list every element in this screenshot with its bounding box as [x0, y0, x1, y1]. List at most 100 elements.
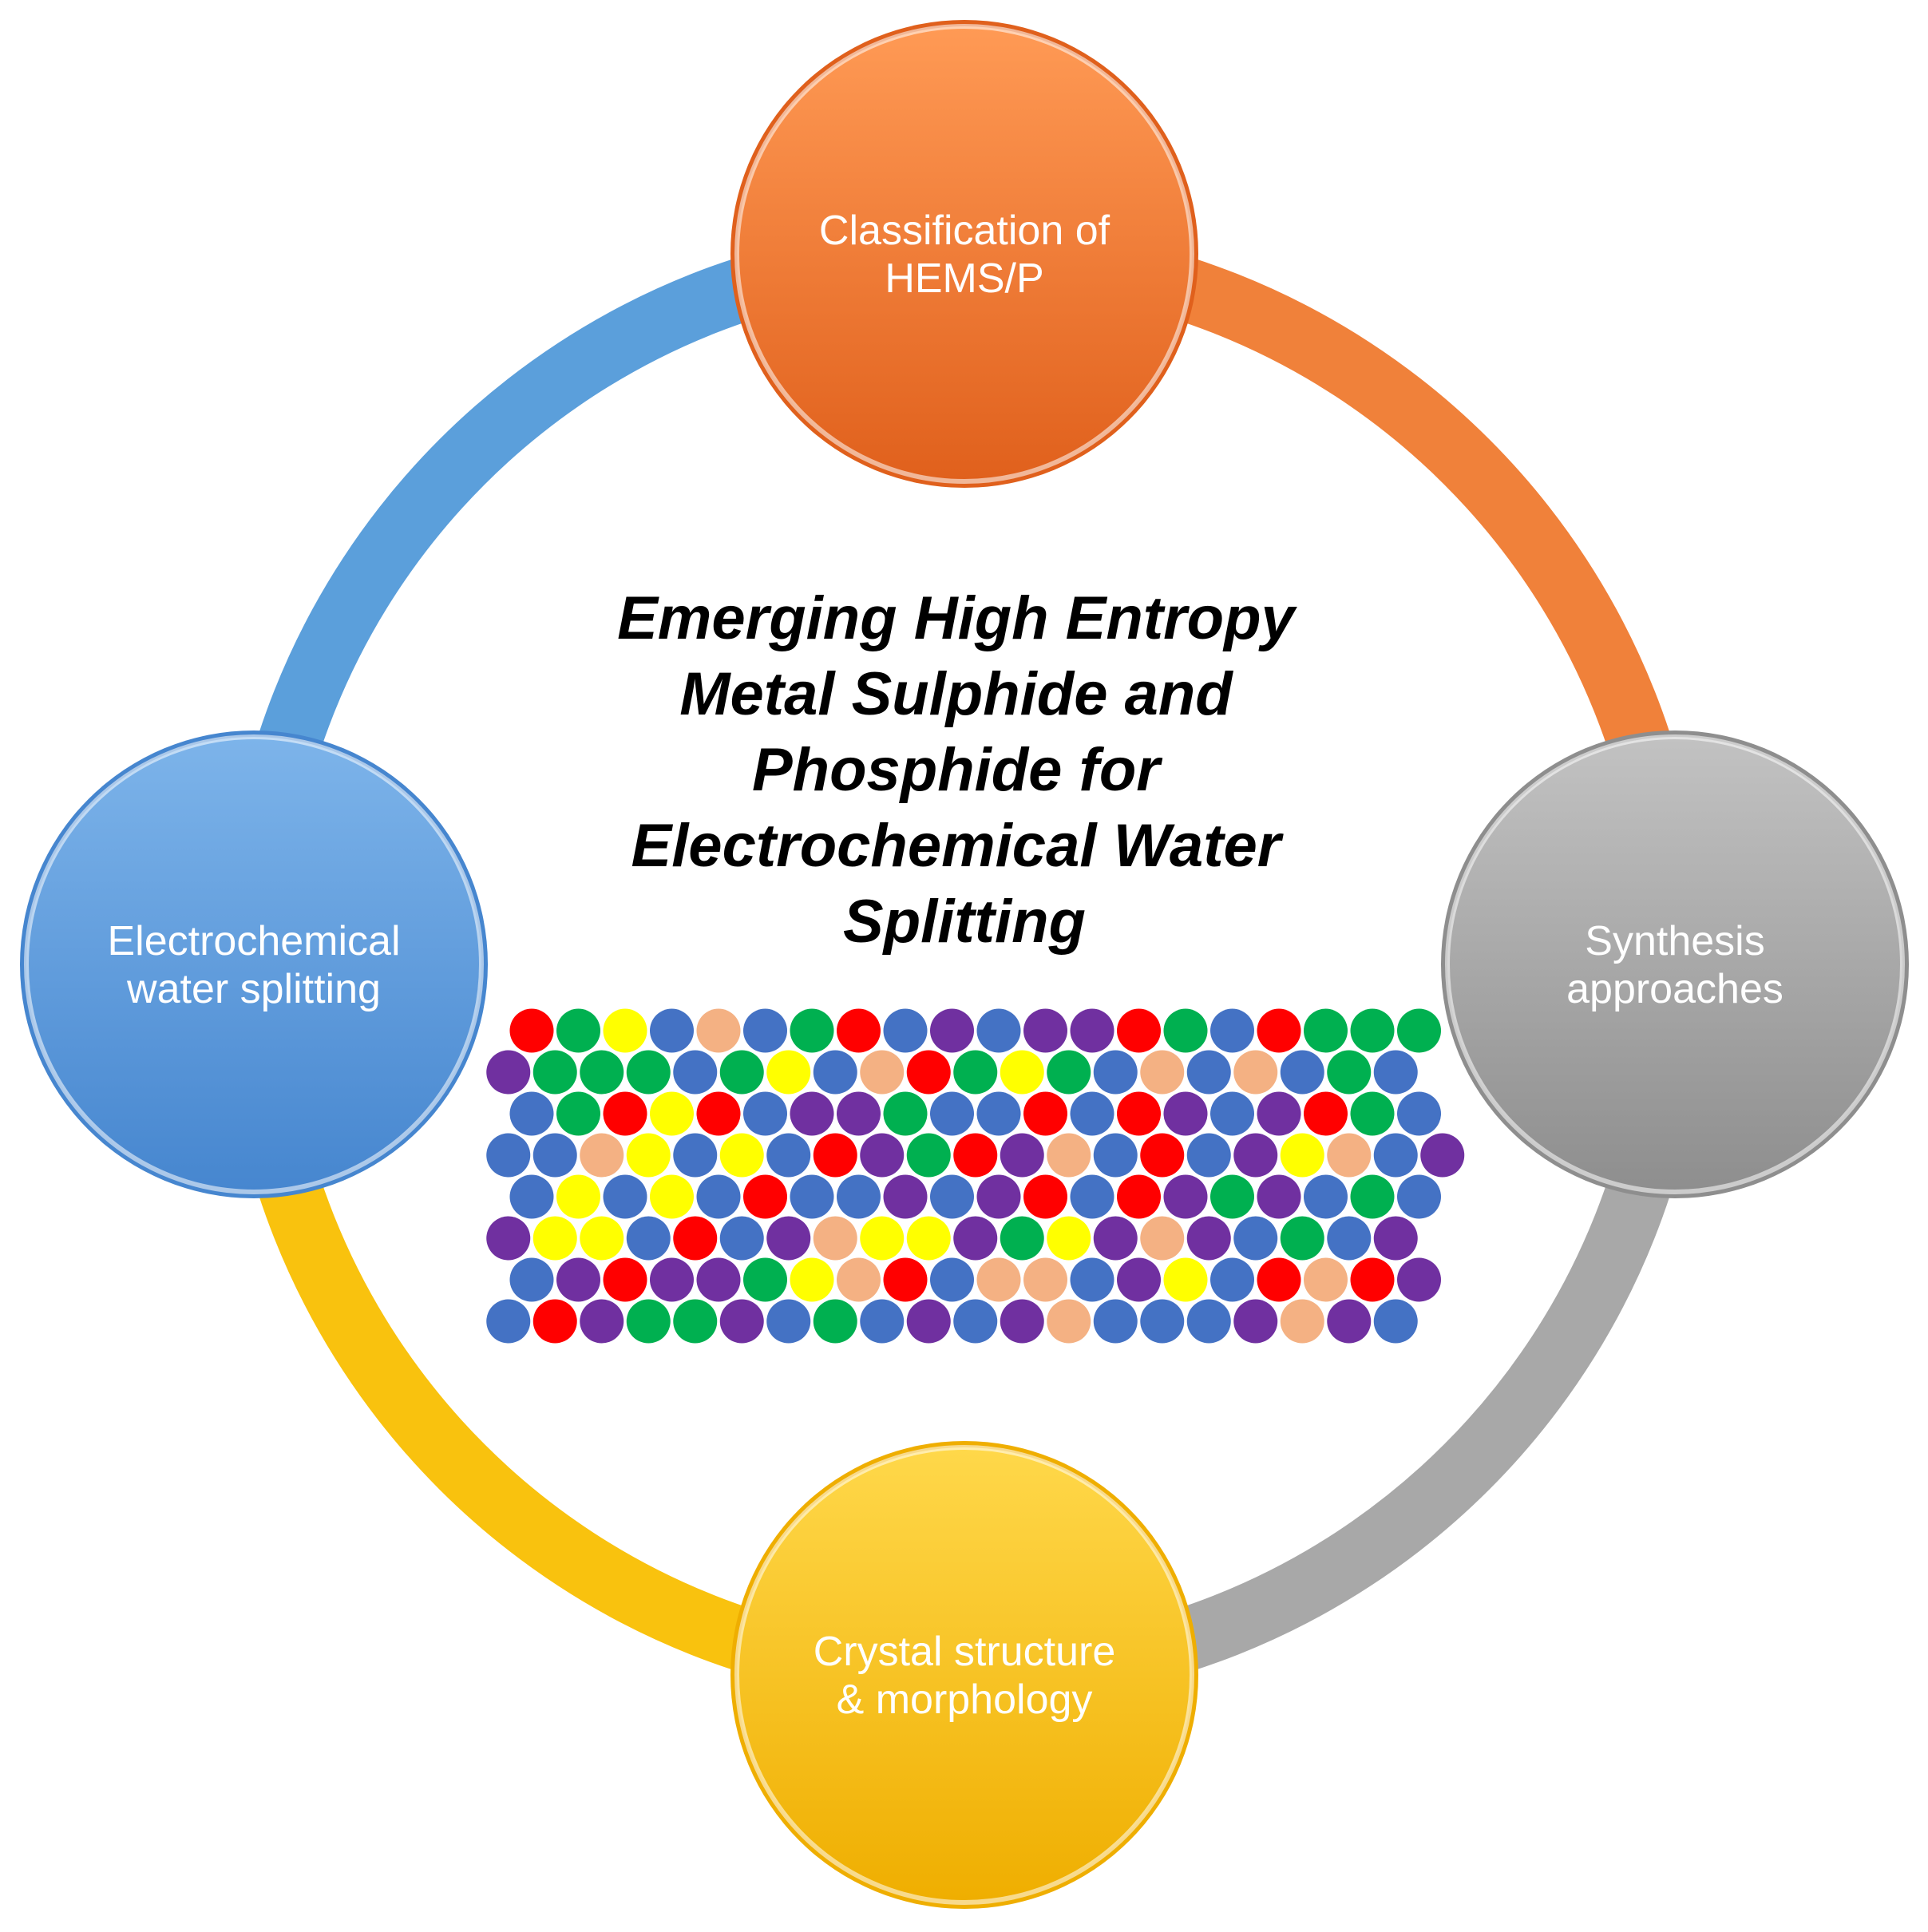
- atom: [650, 1257, 694, 1302]
- atom: [1186, 1133, 1231, 1178]
- atom: [580, 1216, 624, 1261]
- atom: [696, 1257, 741, 1302]
- atom: [509, 1008, 554, 1053]
- atom: [1280, 1216, 1324, 1261]
- atom: [976, 1008, 1021, 1053]
- atom: [1000, 1050, 1044, 1095]
- node-label-line: & morphology: [837, 1677, 1093, 1723]
- atom: [556, 1008, 600, 1053]
- atom: [1070, 1091, 1114, 1136]
- atom: [1000, 1216, 1044, 1261]
- atom: [1117, 1091, 1161, 1136]
- atom: [883, 1174, 928, 1219]
- atom: [650, 1091, 694, 1136]
- atom: [860, 1299, 905, 1344]
- atom: [906, 1050, 951, 1095]
- atom: [580, 1050, 624, 1095]
- atom: [1070, 1008, 1114, 1053]
- atom: [766, 1050, 811, 1095]
- atom: [813, 1216, 857, 1261]
- atom: [532, 1216, 577, 1261]
- atom: [976, 1257, 1021, 1302]
- atom: [976, 1174, 1021, 1219]
- atom: [860, 1133, 905, 1178]
- node-disc: [1445, 734, 1905, 1194]
- atom: [556, 1091, 600, 1136]
- center-title-line-1: Emerging High Entropy: [617, 584, 1297, 652]
- atom: [1373, 1133, 1418, 1178]
- atom: [813, 1133, 857, 1178]
- atom: [1304, 1174, 1348, 1219]
- atom: [556, 1257, 600, 1302]
- atom: [813, 1299, 857, 1344]
- atom: [1047, 1216, 1091, 1261]
- atom: [1350, 1257, 1395, 1302]
- atom: [1327, 1216, 1372, 1261]
- atom-lattice: [486, 1008, 1465, 1344]
- atom: [1070, 1174, 1114, 1219]
- atom: [673, 1050, 718, 1095]
- atom: [626, 1133, 671, 1178]
- atom: [766, 1216, 811, 1261]
- atom: [1163, 1174, 1208, 1219]
- atom: [837, 1174, 881, 1219]
- center-title-line-5: Splitting: [843, 888, 1086, 956]
- atom: [906, 1133, 951, 1178]
- node-disc: [734, 1445, 1194, 1905]
- atom: [696, 1091, 741, 1136]
- atom: [1420, 1133, 1465, 1178]
- atom: [1163, 1257, 1208, 1302]
- atom: [1117, 1174, 1161, 1219]
- atom: [930, 1174, 974, 1219]
- atom: [953, 1216, 998, 1261]
- node-label-line: approaches: [1566, 966, 1783, 1012]
- atom: [1093, 1050, 1138, 1095]
- atom: [509, 1257, 554, 1302]
- atom: [1280, 1133, 1324, 1178]
- atom: [650, 1008, 694, 1053]
- atom: [603, 1008, 647, 1053]
- atom: [603, 1174, 647, 1219]
- atom: [953, 1050, 998, 1095]
- center-title-line-2: Metal Sulphide and: [679, 660, 1233, 728]
- atom: [1117, 1257, 1161, 1302]
- node-label-line: water splitting: [126, 966, 381, 1012]
- atom: [673, 1299, 718, 1344]
- atom: [1117, 1008, 1161, 1053]
- center-title-line-3: Phosphide for: [752, 736, 1163, 804]
- atom: [673, 1133, 718, 1178]
- atom: [603, 1257, 647, 1302]
- atom: [719, 1299, 764, 1344]
- atom: [766, 1133, 811, 1178]
- atom: [883, 1008, 928, 1053]
- atom: [532, 1299, 577, 1344]
- atom: [790, 1257, 834, 1302]
- atom: [1257, 1257, 1301, 1302]
- atom: [1163, 1091, 1208, 1136]
- atom: [743, 1008, 787, 1053]
- atom: [1093, 1216, 1138, 1261]
- atom: [743, 1091, 787, 1136]
- atom: [906, 1216, 951, 1261]
- node-label-line: Synthesis: [1585, 918, 1764, 964]
- atom: [509, 1174, 554, 1219]
- atom: [1350, 1174, 1395, 1219]
- atom: [1350, 1091, 1395, 1136]
- atom: [1140, 1133, 1185, 1178]
- atom: [790, 1008, 834, 1053]
- node-disc: [734, 24, 1194, 484]
- atom: [1047, 1133, 1091, 1178]
- atom: [1327, 1050, 1372, 1095]
- atom: [1373, 1050, 1418, 1095]
- atom: [1327, 1299, 1372, 1344]
- atom: [1304, 1008, 1348, 1053]
- atom: [953, 1299, 998, 1344]
- atom: [837, 1091, 881, 1136]
- atom: [1327, 1133, 1372, 1178]
